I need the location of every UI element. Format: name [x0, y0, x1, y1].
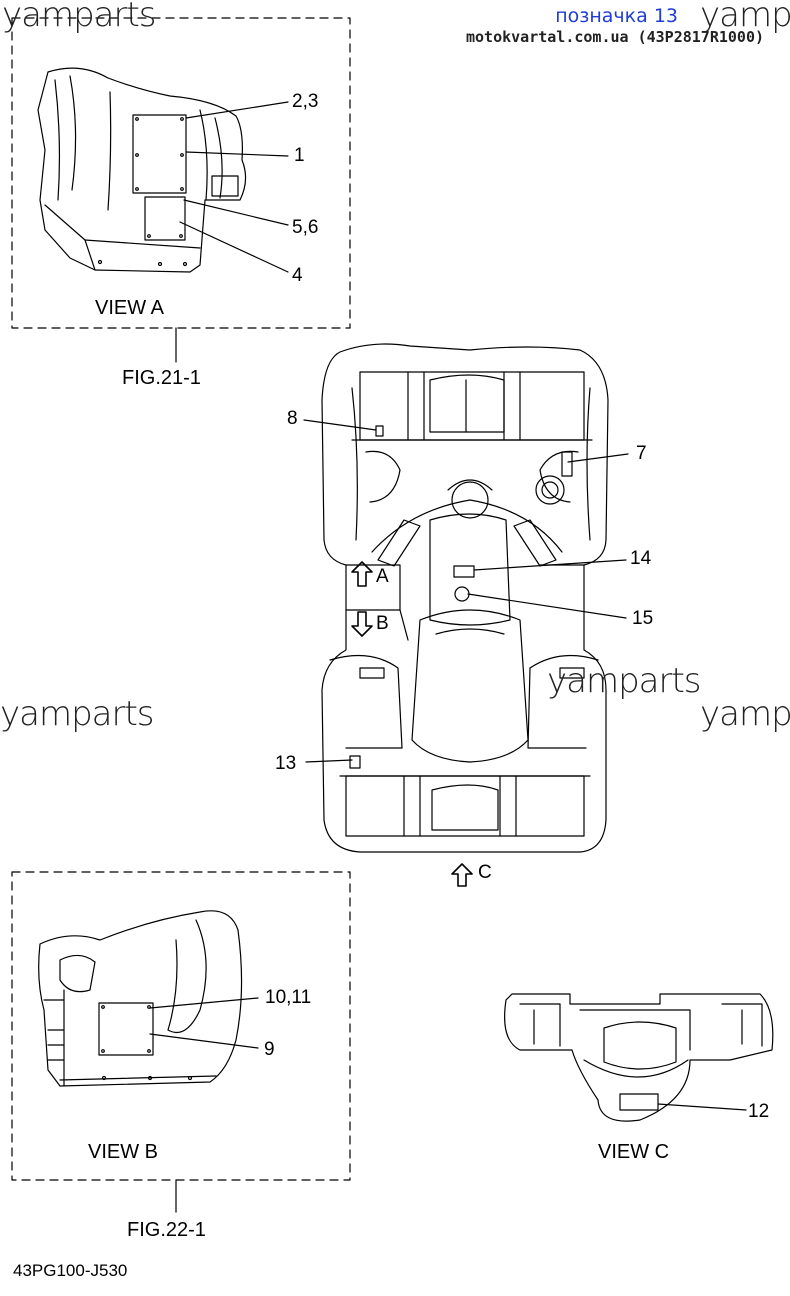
view-b-frame: [11, 871, 351, 1181]
view-b-title: VIEW B: [88, 1141, 159, 1163]
callout-label: 12: [748, 1101, 770, 1122]
callout-label: 10,11: [265, 987, 312, 1008]
view-a-figure-ref[interactable]: FIG.21-1: [122, 367, 201, 389]
view-c-leader: [657, 1103, 747, 1111]
callout-label: 8: [287, 408, 298, 429]
callout-label: 4: [292, 265, 303, 286]
arrow-b-label: B: [376, 613, 389, 634]
view-a-fender: [37, 67, 247, 273]
callout-label: 5,6: [292, 217, 319, 238]
header-source: motokvartal.com.ua (43P2817R1000): [465, 28, 764, 46]
arrow-a-label: A: [376, 566, 389, 587]
view-a-leaders: [179, 101, 289, 273]
callout-label: 2,3: [292, 91, 319, 112]
arrow-c-label: C: [478, 862, 492, 883]
view-a-title: VIEW A: [95, 297, 164, 319]
callout-label: 9: [264, 1039, 275, 1060]
view-a-frame: [11, 17, 351, 329]
header-title-link[interactable]: позначка 13: [555, 5, 678, 27]
view-b-figure-ref[interactable]: FIG.22-1: [127, 1219, 206, 1241]
view-a-labels: [132, 114, 187, 241]
callout-label: 13: [275, 753, 297, 774]
view-b-labels: [98, 1002, 154, 1056]
callout-label: 14: [630, 548, 652, 569]
top-view-leaders: [303, 419, 629, 763]
atv-top-view: [321, 343, 609, 853]
watermark: yamparts: [2, 0, 157, 35]
callout-label: 7: [636, 443, 647, 464]
watermark: yamparts: [547, 661, 702, 701]
view-b-fender: [38, 910, 243, 1087]
watermark: yamparts: [0, 694, 155, 734]
watermark: yamp: [700, 694, 790, 734]
callout-label: 15: [632, 608, 654, 629]
view-c-title: VIEW C: [598, 1141, 670, 1163]
view-b-leaders: [149, 997, 259, 1049]
view-c-rear: [504, 993, 774, 1122]
diagram-code: 43PG100-J530: [13, 1261, 128, 1280]
watermark: yamp: [700, 0, 790, 35]
view-arrows: [351, 561, 473, 887]
callout-label: 1: [294, 145, 305, 166]
